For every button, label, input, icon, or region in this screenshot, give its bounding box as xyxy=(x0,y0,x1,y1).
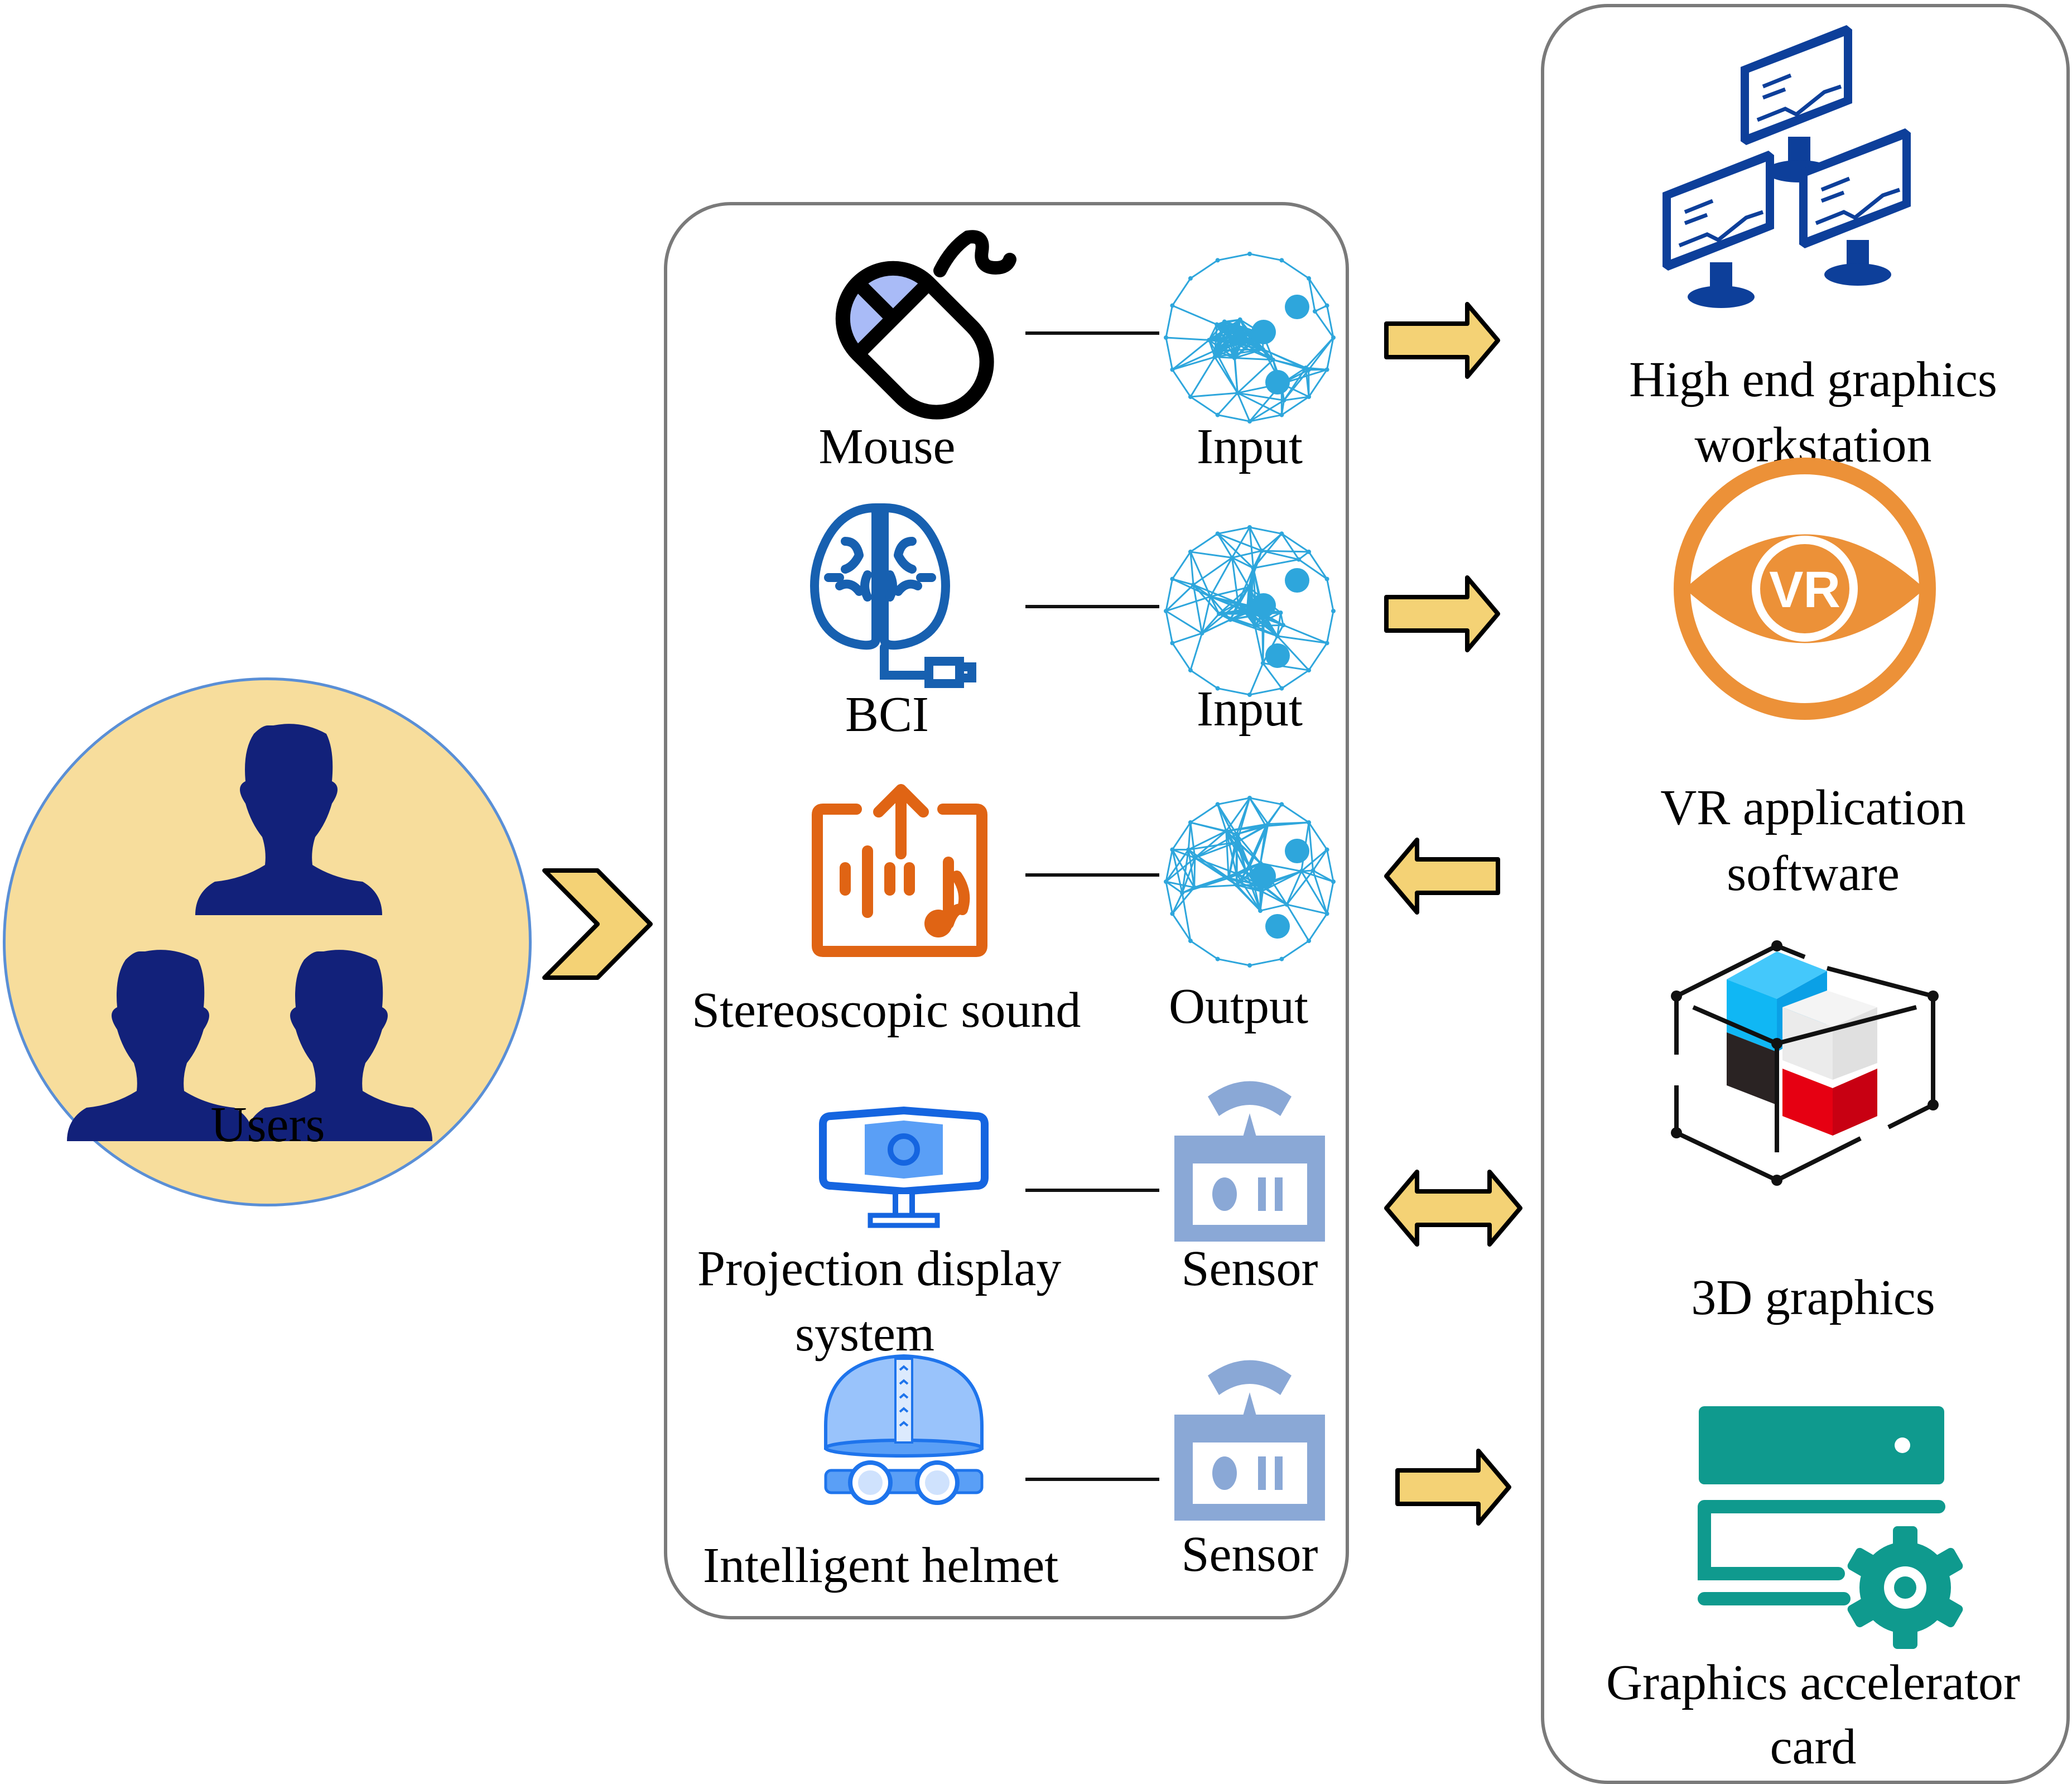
projector-icon xyxy=(817,1110,990,1228)
workstation-icon xyxy=(1663,25,1919,326)
device-label-bci: BCI xyxy=(770,684,1004,747)
arrow-left-icon xyxy=(1384,837,1501,915)
arrow-right-icon xyxy=(1395,1448,1512,1526)
network-sphere-icon xyxy=(1160,248,1339,427)
role-label-sensor: Sensor xyxy=(1160,1238,1339,1301)
connector-line xyxy=(1025,1478,1159,1481)
device-label-mouse: Mouse xyxy=(770,416,1004,479)
role-label-input: Input xyxy=(1160,416,1339,479)
mouse-icon xyxy=(817,215,1040,405)
helmet-icon xyxy=(820,1353,987,1521)
arrow-right-icon xyxy=(1384,301,1501,379)
role-label-input: Input xyxy=(1160,678,1339,741)
arrow-bidirectional-icon xyxy=(1384,1169,1523,1247)
device-label-intelligent-helmet: Intelligent helmet xyxy=(703,1535,1015,1598)
device-label-stereoscopic-sound: Stereoscopic sound xyxy=(692,979,1015,1042)
vr-badge: VR xyxy=(1769,561,1840,618)
system-label-vr-line1: VR application xyxy=(1562,777,2064,840)
connector-line xyxy=(1025,873,1159,877)
accelerator-card-icon xyxy=(1696,1403,1958,1649)
system-label-vr-line2: software xyxy=(1562,843,2064,906)
brain-icon xyxy=(806,502,990,681)
sensor-icon xyxy=(1172,1353,1328,1521)
system-label-3d-graphics: 3D graphics xyxy=(1562,1267,2064,1330)
sensor-icon xyxy=(1172,1074,1328,1242)
vr-eye-icon: VR xyxy=(1674,405,1936,773)
system-label-accelerator-line2: card xyxy=(1562,1716,2064,1779)
sound-icon xyxy=(815,784,993,963)
system-label-accelerator-line1: Graphics accelerator xyxy=(1557,1652,2070,1715)
cube-icon xyxy=(1671,924,1961,1191)
system-label-workstation-line1: High end graphics xyxy=(1562,349,2064,412)
users-icon xyxy=(89,714,446,1077)
connector-line xyxy=(1025,1189,1159,1192)
role-label-output: Output xyxy=(1149,975,1328,1038)
network-sphere-icon xyxy=(1160,792,1339,971)
arrow-right-icon xyxy=(1384,575,1501,653)
connector-line xyxy=(1025,605,1159,608)
chevron-right-icon xyxy=(544,871,652,978)
role-label-sensor: Sensor xyxy=(1160,1523,1339,1586)
network-sphere-icon xyxy=(1160,522,1339,700)
device-label-projection-line1: Projection display xyxy=(697,1238,1032,1301)
connector-line xyxy=(1025,331,1159,335)
users-label: Users xyxy=(184,1094,351,1157)
